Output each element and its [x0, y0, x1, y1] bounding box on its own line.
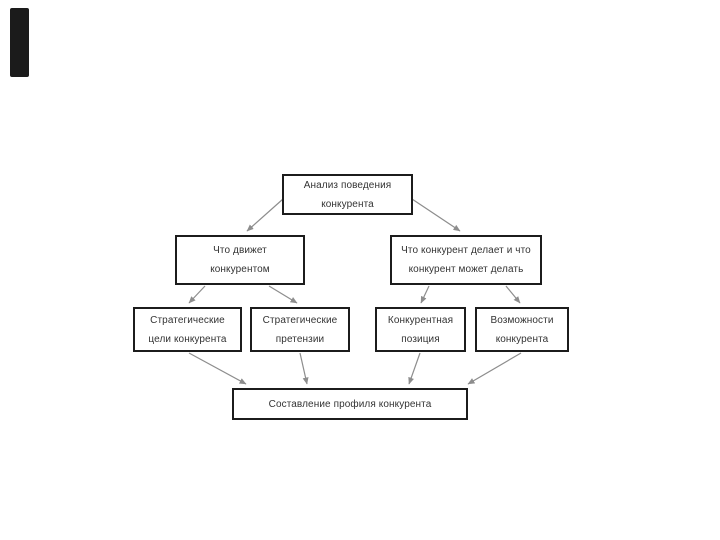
node-what-drives-competitor: Что движет конкурентом — [175, 235, 305, 285]
node-label-line: Возможности — [490, 314, 554, 326]
node-strategic-goals: Стратегические цели конкурента — [133, 307, 242, 352]
arrow-root-to-driver — [246, 198, 284, 232]
node-what-competitor-does-and-can-do: Что конкурент делает и что конкурент мож… — [390, 235, 542, 285]
node-label-line: Анализ поведения — [303, 179, 392, 191]
arrow-position-to-profile — [408, 352, 421, 385]
node-label-line: цели конкурента — [148, 333, 227, 345]
node-label-line: конкурента — [495, 333, 549, 345]
arrow-capabilities-to-profile — [467, 352, 522, 385]
node-competitive-position: Конкурентная позиция — [375, 307, 466, 352]
node-label-line: Составление профиля конкурента — [268, 398, 432, 410]
arrow-actions-to-capabilities — [505, 285, 521, 304]
node-label-line: Что конкурент делает и что — [401, 245, 531, 256]
node-competitor-behavior-analysis: Анализ поведения конкурента — [282, 174, 413, 215]
arrow-claims-to-profile — [299, 352, 309, 385]
node-competitor-profile-compilation: Составление профиля конкурента — [232, 388, 468, 420]
left-edge-bar — [10, 8, 29, 77]
node-label-line: конкурентом — [210, 264, 270, 275]
node-label-line: Что движет — [213, 245, 267, 256]
arrow-driver-to-claims — [268, 285, 298, 304]
node-competitor-capabilities: Возможности конкурента — [475, 307, 569, 352]
node-label-line: Стратегические — [262, 314, 338, 326]
node-label-line: Стратегические — [150, 314, 225, 326]
arrow-root-to-actions — [411, 198, 461, 232]
node-label-line: конкурента — [321, 198, 374, 210]
node-label-line: позиция — [401, 333, 440, 345]
node-label-line: Конкурентная — [387, 314, 454, 326]
arrow-driver-to-goals — [188, 285, 206, 304]
node-label-line: претензии — [275, 333, 325, 345]
arrow-goals-to-profile — [188, 352, 247, 385]
node-strategic-claims: Стратегические претензии — [250, 307, 350, 352]
arrow-actions-to-position — [420, 285, 430, 304]
node-label-line: конкурент может делать — [408, 264, 524, 275]
